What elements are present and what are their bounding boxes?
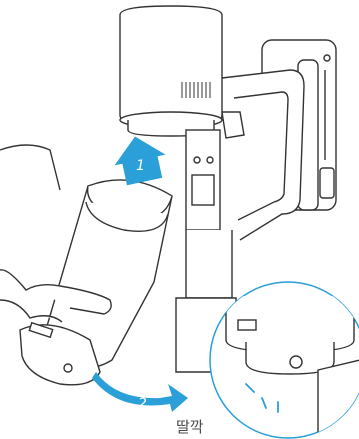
click-detail-circle: [210, 282, 359, 439]
step-1-label: 1: [136, 158, 145, 174]
step-1-arrow: 1: [110, 131, 170, 187]
step-2-label: 2: [138, 396, 147, 412]
step-2-arrow: 2: [92, 372, 188, 412]
click-caption: 딸깍: [176, 418, 204, 436]
